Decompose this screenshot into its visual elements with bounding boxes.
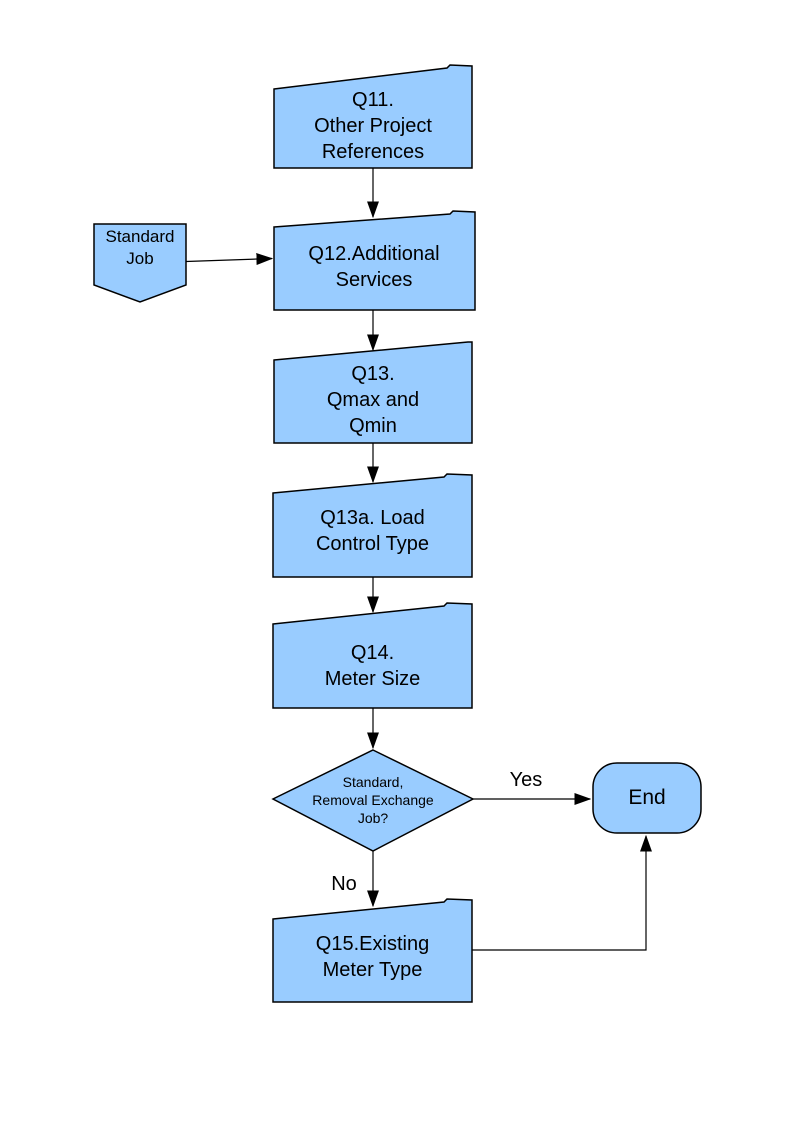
node-decision-label: Standard, Removal Exchange Job? [312, 774, 434, 826]
node-q13-shape [273, 341, 473, 444]
node-standard-job-label: Standard Job [105, 227, 175, 268]
edge-label-no: No [331, 872, 357, 895]
node-q13a-label: Q13a. Load Control Type [315, 507, 430, 555]
node-q15-label: Q15.Existing Meter Type [315, 933, 430, 981]
node-q15-shape [272, 898, 473, 1003]
node-q13-label: Q13. Qmax and Qmin [326, 363, 420, 437]
node-q12-shape [273, 210, 476, 311]
node-end-shape [592, 762, 702, 834]
node-q13a-shape [272, 473, 473, 578]
node-q12-label: Q12.Additional Services [308, 243, 440, 291]
edge-q15-to-end [472, 834, 652, 951]
node-end-label: End [628, 786, 666, 809]
node-q11-label: Q11. Other Project References [314, 89, 432, 163]
edge-label-yes: Yes [509, 768, 543, 791]
node-q14-label: Q14. Meter Size [324, 642, 421, 690]
node-q11-shape [273, 64, 473, 169]
node-q14-shape [272, 602, 473, 709]
node-standard-job-shape [93, 223, 187, 303]
edge-standard-job-to-q12 [185, 253, 274, 266]
